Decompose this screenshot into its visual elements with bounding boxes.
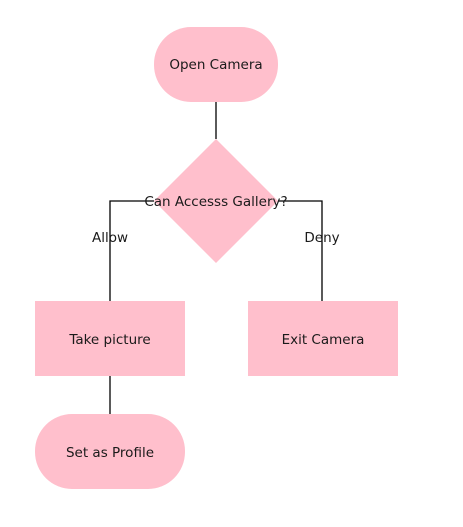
edge-decision-to-exit-camera [278,200,323,301]
node-open-camera[interactable]: Open Camera [154,27,278,102]
node-label-decision: Can Accesss Gallery? [144,194,287,210]
node-label-open-camera: Open Camera [169,57,262,73]
connectors [109,102,323,414]
node-exit-camera[interactable]: Exit Camera [248,301,398,376]
process-shape [248,301,398,376]
terminator-shape [154,27,278,102]
node-set-as-profile[interactable]: Set as Profile [35,414,185,489]
node-label-take-picture: Take picture [68,332,150,348]
edge-label-allow: Allow [92,230,128,246]
node-label-set-as-profile: Set as Profile [66,445,154,461]
node-decision[interactable]: Can Accesss Gallery? [144,139,288,263]
process-shape [35,301,185,376]
edge-label-deny: Deny [304,230,339,246]
edge-decision-to-take-picture [109,200,154,301]
diamond-shape [154,139,278,263]
node-take-picture[interactable]: Take picture [35,301,185,376]
node-label-exit-camera: Exit Camera [282,332,365,348]
terminator-shape [35,414,185,489]
